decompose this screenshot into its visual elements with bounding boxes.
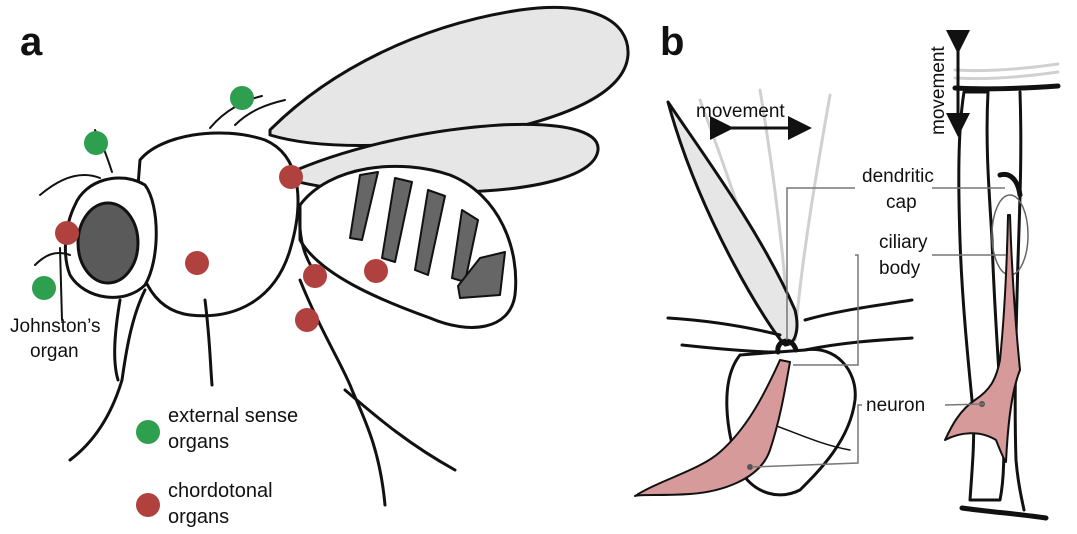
- dendritic-cap-label-line1: dendritic: [862, 166, 934, 187]
- johnstons-organ-label-line2: organ: [30, 341, 79, 362]
- ciliary-body-label-line2: body: [879, 258, 921, 279]
- chordotonal-dot: [303, 264, 327, 288]
- chordotonal-dot: [55, 221, 79, 245]
- dendritic-cap-label-line2: cap: [886, 192, 917, 213]
- external-sense-dot: [84, 131, 108, 155]
- fly-illustration: [35, 7, 628, 505]
- chordotonal-dot: [279, 165, 303, 189]
- fly-eye: [78, 203, 138, 283]
- external-sense-dot: [32, 276, 56, 300]
- panel-label-a: a: [20, 20, 43, 64]
- ciliary-body-label-line1: ciliary: [879, 232, 928, 253]
- bristle-sensillum: [635, 90, 912, 496]
- fly-wing-back: [270, 7, 628, 145]
- panel-label-b: b: [660, 20, 684, 64]
- neuron-label: neuron: [866, 395, 925, 416]
- movement-label-horizontal: movement: [696, 101, 785, 122]
- chordotonal-dot: [295, 308, 319, 332]
- fly-thorax: [135, 133, 298, 316]
- legend-external-label-line2: organs: [168, 431, 229, 453]
- scolopidium: [945, 64, 1058, 518]
- chordotonal-dot: [185, 251, 209, 275]
- legend-chordotonal-label-line1: chordotonal: [168, 480, 273, 502]
- scolopidium-cap: [1000, 174, 1020, 195]
- legend-external-swatch: [136, 420, 160, 444]
- chordotonal-dot: [364, 259, 388, 283]
- external-sense-dot: [230, 86, 254, 110]
- legend-chordotonal-swatch: [136, 493, 160, 517]
- legend: external sense organs chordotonal organs: [136, 405, 298, 528]
- johnstons-organ-label-line1: Johnston’s: [10, 316, 101, 337]
- legend-external-label-line1: external sense: [168, 405, 298, 427]
- legend-chordotonal-label-line2: organs: [168, 506, 229, 528]
- movement-label-vertical: movement: [928, 46, 949, 135]
